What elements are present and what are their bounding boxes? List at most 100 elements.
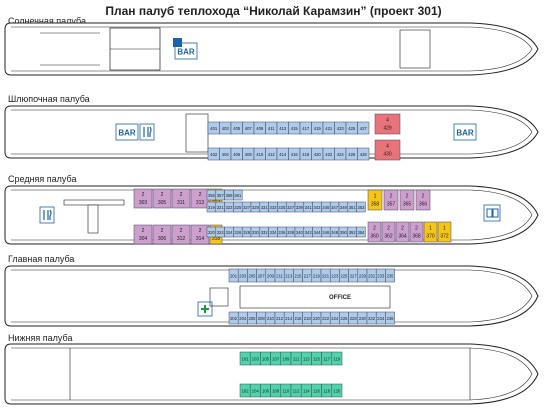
lower-bottom-cabin-label: 112 <box>293 389 300 394</box>
middle-top-inner-cabin-label: 337 <box>287 205 295 210</box>
deck-label-middle: Средняя палуба <box>8 174 77 184</box>
middle-top-inner-cabin-label: 333 <box>270 205 278 210</box>
lower-bottom-cabin-label: 104 <box>252 389 260 394</box>
middle-top-inner-cabin-label: 319 <box>208 205 216 210</box>
main-bottom-cabin-label: 212 <box>276 316 284 321</box>
main-bottom-cabin-label: 232 <box>368 316 376 321</box>
lower-bottom-cabin-120 <box>331 383 343 398</box>
main-bottom-cabin-label: 216 <box>295 316 303 321</box>
boat-top-cabin-427 <box>357 121 370 135</box>
middle-bottom-suite-class: 2 <box>199 228 202 234</box>
boat-restaurant-icon <box>139 123 155 141</box>
middle-stairs-top <box>63 199 125 206</box>
boat-bar-icon-fore <box>453 123 477 141</box>
middle-fore-top-suite-class: 1 <box>374 194 377 200</box>
middle-bottom-inner-cabin-label: 322 <box>217 230 225 235</box>
sun-deck-hull-inner-line <box>11 26 533 72</box>
main-bottom-cabin-label: 218 <box>304 316 312 321</box>
main-top-cabin-label: 215 <box>295 274 303 279</box>
middle-top-inner-cabin-label: 329 <box>252 205 260 210</box>
middle-top-inner-cabin-label: 325 <box>234 205 242 210</box>
lower-top-cabin-label: 105 <box>262 357 270 362</box>
boat-bottom-cabin-label: 414 <box>279 152 287 157</box>
main-top-cabin-label: 225 <box>341 274 349 279</box>
boat-top-cabin-label: 409 <box>256 126 264 131</box>
middle-top-suite-class: 2 <box>161 192 164 198</box>
main-top-cabin-label: 219 <box>313 274 321 279</box>
middle-top-inner-cabin-label: 349 <box>340 205 348 210</box>
middle-fore-bottom-suite-360 <box>367 221 382 243</box>
main-bottom-cabin-label: 220 <box>313 316 321 321</box>
middle-top-inner-cabin-label: 323 <box>226 205 234 210</box>
main-top-cabin-label: 223 <box>331 274 339 279</box>
middle-stairs-center <box>87 204 99 234</box>
boat-suite-429 <box>374 113 401 135</box>
main-top-cabin-label: 207 <box>258 274 266 279</box>
middle-restaurant-icon <box>39 206 55 224</box>
middle-fore-top-suite-number: 357 <box>387 202 396 208</box>
middle-bottom-suite-304 <box>133 224 153 245</box>
middle-bottom-suite-306 <box>152 224 172 245</box>
middle-bottom-inner-cabin-label: 350 <box>340 230 348 235</box>
deck-label-main: Главная палуба <box>8 254 75 264</box>
middle-fore-bottom-suite-368 <box>409 221 424 243</box>
middle-top-inner-cabin-label: 335 <box>278 205 286 210</box>
main-top-cabin-label: 205 <box>249 274 257 279</box>
middle-top-outer-cabin-361 <box>233 189 243 201</box>
boat-bar-icon-aft <box>115 123 139 141</box>
sun-bar-icon-text: BAR <box>177 48 195 57</box>
middle-fore-bottom-suite-class: 2 <box>415 226 418 232</box>
lower-bottom-cabin-label: 106 <box>262 389 270 394</box>
middle-deck-hull-inner-line <box>11 189 533 241</box>
boat-bottom-cabin-label: 404 <box>222 152 230 157</box>
middle-fore-top-suite-class: 2 <box>422 194 425 200</box>
main-top-cabin-label: 235 <box>387 274 395 279</box>
lower-bottom-cabin-label: 114 <box>303 389 310 394</box>
lower-top-cabin-label: 119 <box>334 357 341 362</box>
boat-top-cabin-label: 405 <box>233 126 241 131</box>
main-bottom-cabin-label: 224 <box>331 316 339 321</box>
main-top-cabin-label: 203 <box>239 274 247 279</box>
middle-fore-top-suite-number: 358 <box>371 202 380 208</box>
main-top-cabin-label: 211 <box>276 274 283 279</box>
middle-top-inner-cabin-353 <box>356 201 366 213</box>
main-top-cabin-label: 213 <box>285 274 293 279</box>
middle-fore-bottom-suite-number: 370 <box>426 234 435 240</box>
lower-top-cabin-label: 101 <box>242 357 250 362</box>
middle-fore-top-suite-number: 365 <box>403 202 412 208</box>
boat-bottom-cabin-label: 420 <box>314 152 322 157</box>
middle-fore-top-suite-class: 2 <box>406 194 409 200</box>
main-bottom-cabin-label: 210 <box>267 316 275 321</box>
main-top-cabin-label: 221 <box>322 274 330 279</box>
main-bottom-cabin-label: 230 <box>359 316 367 321</box>
main-top-cabin-label: 231 <box>368 274 376 279</box>
boat-suite-number: 429 <box>383 126 392 132</box>
middle-fore-top-suite-365 <box>399 189 415 211</box>
middle-bottom-suite-number: 312 <box>177 236 186 242</box>
boat-bottom-cabin-label: 410 <box>256 152 264 157</box>
boat-restaurant-icon-glyph <box>143 126 152 137</box>
main-bottom-cabin-label: 206 <box>249 316 257 321</box>
middle-top-suite-number: 311 <box>177 200 185 206</box>
sun-deck-hull <box>4 22 539 76</box>
boat-top-cabin-label: 419 <box>314 126 322 131</box>
main-bottom-cabin-label: 226 <box>341 316 349 321</box>
main-bottom-cabin-label: 204 <box>239 316 247 321</box>
middle-fore-bottom-suite-370 <box>423 221 438 243</box>
middle-top-outer-cabin-label: 357 <box>217 193 225 198</box>
lower-top-cabin-label: 117 <box>323 357 330 362</box>
middle-bottom-suite-number: 318 <box>212 236 221 242</box>
boat-bottom-cabin-label: 428 <box>360 152 368 157</box>
boat-suite-class: 4 <box>386 144 389 150</box>
boat-top-cabin-label: 423 <box>337 126 345 131</box>
boat-bottom-cabin-label: 402 <box>210 152 218 157</box>
page-title: План палуб теплохода “Николай Карамзин” … <box>105 4 442 18</box>
sun-deck-mast <box>399 29 431 69</box>
lower-top-cabin-label: 103 <box>252 357 260 362</box>
lower-bottom-cabin-label: 120 <box>333 389 341 394</box>
boat-top-cabin-label: 401 <box>210 126 218 131</box>
middle-top-outer-cabin-label: 359 <box>226 193 234 198</box>
middle-top-suite-305 <box>152 188 172 209</box>
main-top-cabin-label: 217 <box>304 274 312 279</box>
boat-bottom-cabin-label: 412 <box>268 152 276 157</box>
